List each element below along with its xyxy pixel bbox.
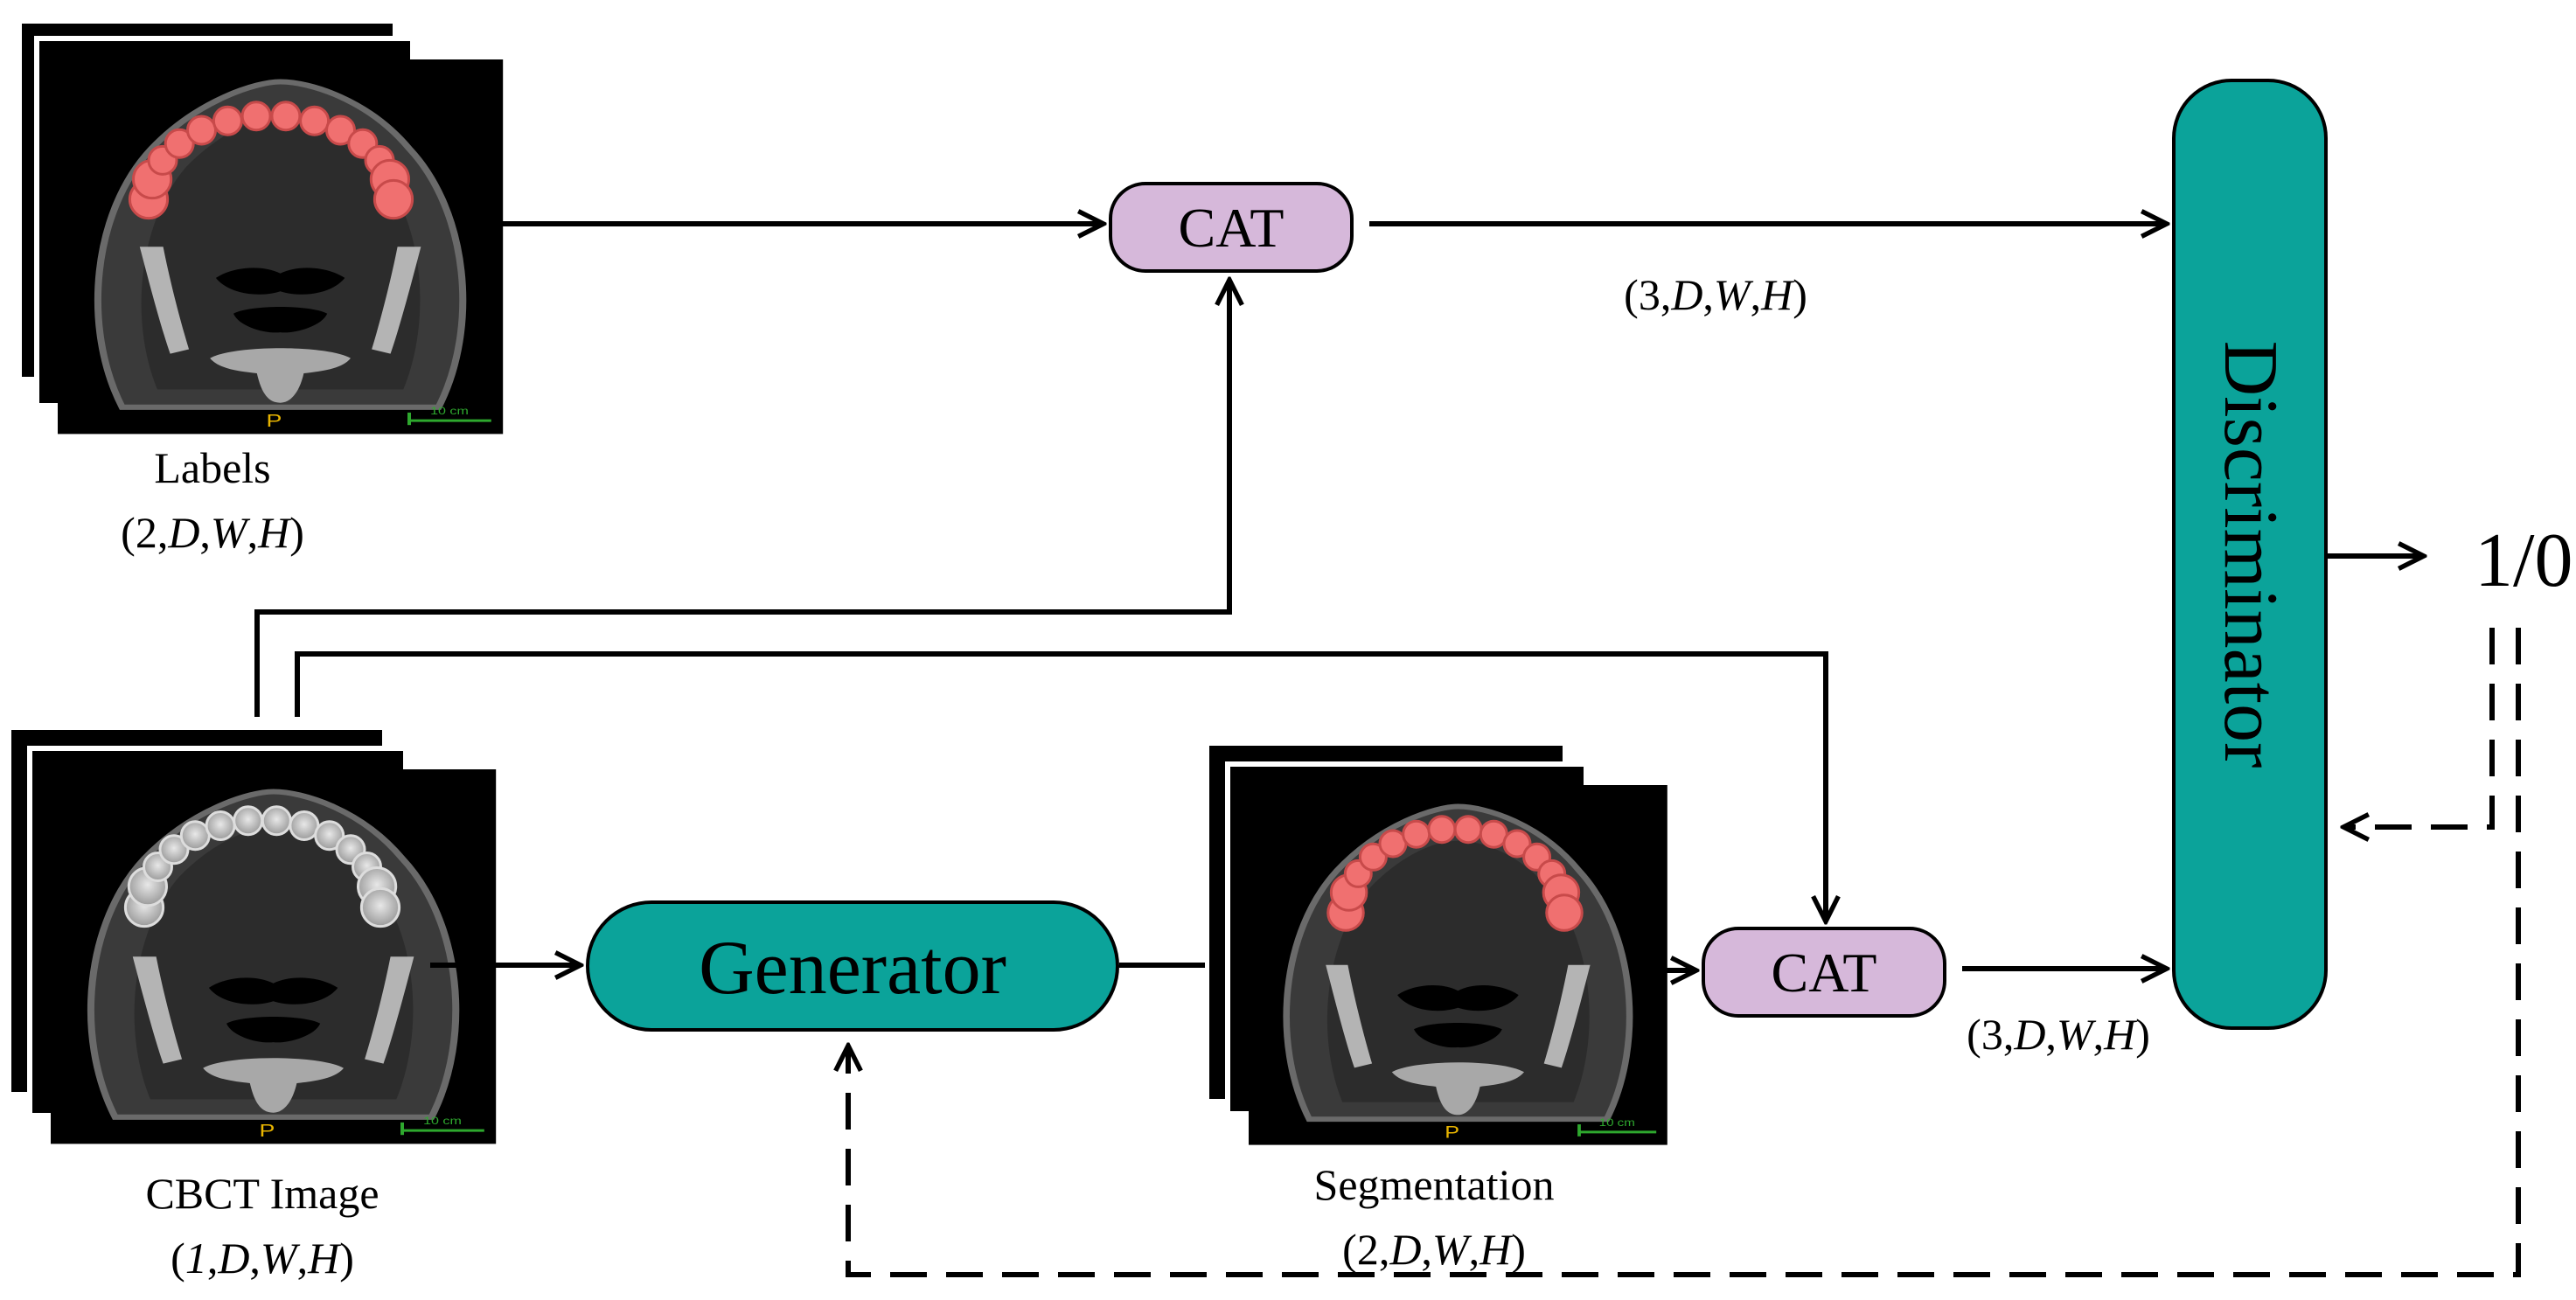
tooth	[372, 178, 414, 220]
tooth	[240, 101, 272, 132]
cbct-title: CBCT Image	[145, 1169, 379, 1218]
tooth	[261, 805, 292, 837]
tooth	[1502, 829, 1532, 859]
tooth	[325, 115, 356, 146]
labels-title: Labels	[154, 443, 270, 492]
tooth	[289, 810, 320, 841]
labels-dims: (2,D,W,H)	[121, 508, 304, 557]
generator-label: Generator	[699, 926, 1006, 1011]
tooth	[1402, 819, 1431, 849]
tooth	[1358, 842, 1388, 872]
discriminator-node: Discriminator	[2172, 79, 2328, 1030]
tooth	[1427, 815, 1457, 845]
edges	[254, 224, 2424, 970]
tooth	[233, 805, 264, 837]
bottom-cat-output-dims: (3,D,W,H)	[1967, 1010, 2150, 1059]
tooth	[270, 101, 302, 132]
tooth	[359, 886, 401, 928]
cat-bottom-node: CAT	[1702, 927, 1946, 1018]
segmentation-title: Segmentation	[1314, 1160, 1555, 1209]
cbct-teeth	[123, 805, 401, 928]
tooth	[212, 105, 243, 136]
segmentation-stack	[1204, 740, 1667, 1145]
top-cat-output-dims: (3,D,W,H)	[1624, 270, 1807, 319]
labels-stack	[17, 18, 503, 434]
feedback-to-generator	[848, 628, 2521, 1277]
feedback-to-discriminator	[2343, 628, 2495, 827]
tooth	[186, 115, 217, 146]
tooth	[299, 105, 331, 136]
cat-bottom-label: CAT	[1772, 942, 1877, 1004]
tooth	[1453, 815, 1483, 845]
cat-top-label: CAT	[1179, 197, 1285, 259]
cbct-dims: (1,D,W,H)	[171, 1234, 354, 1283]
tooth	[1545, 893, 1584, 932]
edge-cbct-to-cat-bottom	[295, 651, 1826, 921]
labels-teeth	[128, 101, 414, 220]
tooth	[314, 820, 345, 852]
generator-node: Generator	[586, 900, 1119, 1032]
feedback-edges	[848, 628, 2521, 1277]
edge-cbct-to-cat-top	[254, 280, 1229, 717]
tooth	[158, 834, 190, 866]
discriminator-label: Discriminator	[2208, 341, 2293, 768]
tooth	[205, 810, 236, 841]
tooth	[164, 128, 195, 159]
discriminator-output: 1/0	[2475, 518, 2573, 603]
cbct-stack	[6, 725, 496, 1144]
tooth	[179, 820, 211, 852]
segmentation-teeth	[1326, 815, 1584, 932]
cat-top-node: CAT	[1109, 182, 1354, 273]
segmentation-dims: (2,D,W,H)	[1342, 1225, 1526, 1274]
